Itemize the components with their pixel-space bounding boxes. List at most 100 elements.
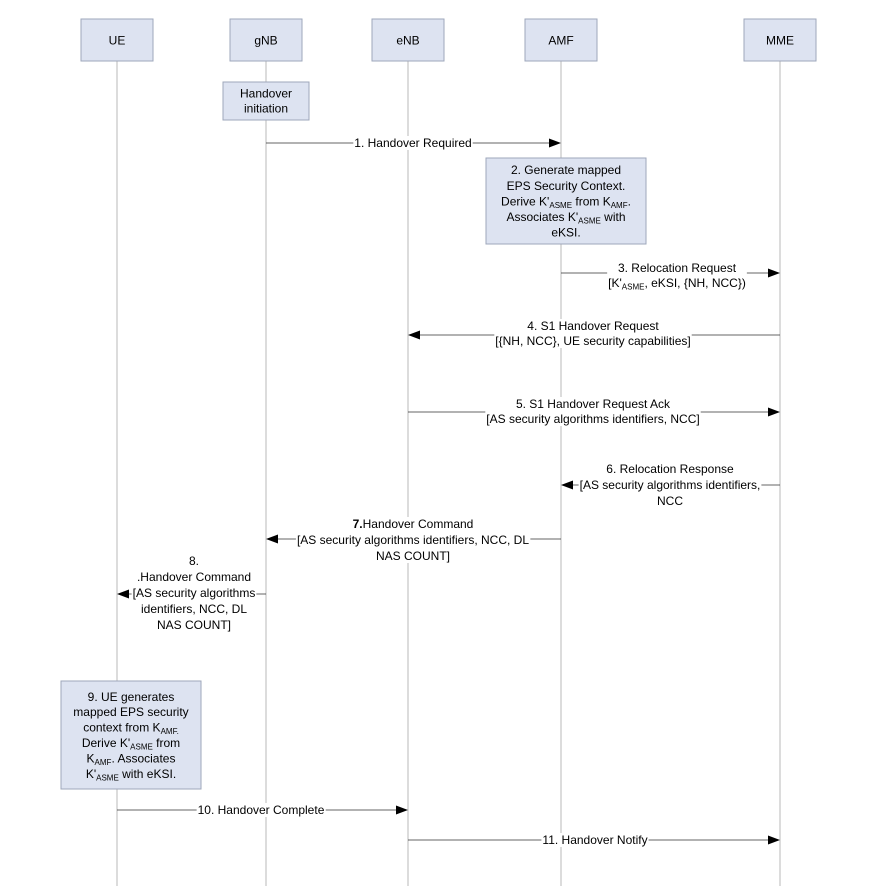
arrowhead-icon bbox=[768, 268, 780, 278]
process-text-line: Associates K'ASME with bbox=[506, 210, 625, 226]
text-segment: K bbox=[87, 751, 95, 765]
subscript: ASME bbox=[130, 743, 153, 752]
text-segment: 3. Relocation Request bbox=[618, 261, 737, 275]
text-segment: identifiers, NCC, DL bbox=[141, 602, 247, 616]
entity-mme: MME bbox=[743, 18, 817, 62]
message-11: 11. Handover Notify bbox=[408, 833, 780, 847]
process-text-line: mapped EPS security bbox=[73, 705, 188, 719]
text-segment: initiation bbox=[244, 102, 288, 116]
subscript: AMF bbox=[95, 758, 112, 767]
text-segment: [AS security algorithms identifiers, bbox=[580, 478, 761, 492]
process-text-line: initiation bbox=[244, 102, 288, 116]
message-label: 1. Handover Required bbox=[353, 136, 473, 150]
entity-amf: AMF bbox=[524, 18, 598, 62]
text-segment: Handover bbox=[240, 87, 292, 101]
message-label: 11. Handover Notify bbox=[541, 833, 649, 847]
message-4: 4. S1 Handover Request[{NH, NCC}, UE sec… bbox=[408, 319, 780, 348]
message-text-line: [K'ASME, eKSI, {NH, NCC}) bbox=[608, 276, 746, 292]
arrowhead-icon bbox=[117, 589, 129, 599]
arrowhead-icon bbox=[561, 480, 573, 490]
label-background bbox=[196, 803, 326, 817]
label-background bbox=[353, 136, 473, 150]
message-text-line: [AS security algorithms identifiers, NCC… bbox=[486, 412, 699, 426]
message-text-line: 3. Relocation Request bbox=[618, 261, 737, 275]
subscript: ASME bbox=[549, 201, 572, 210]
message-8: 8..Handover Command[AS security algorith… bbox=[117, 554, 266, 632]
message-1: 1. Handover Required bbox=[266, 136, 561, 150]
message-label: 4. S1 Handover Request[{NH, NCC}, UE sec… bbox=[494, 319, 692, 348]
text-segment: 10. Handover Complete bbox=[198, 803, 325, 817]
entity-box-rect bbox=[80, 18, 154, 62]
text-segment: , eKSI, {NH, NCC}) bbox=[644, 276, 745, 290]
arrowhead-icon bbox=[768, 407, 780, 417]
label-background bbox=[494, 319, 692, 348]
message-text-line: 1. Handover Required bbox=[354, 136, 471, 150]
text-segment: EPS Security Context. bbox=[507, 179, 626, 193]
text-segment: 6. Relocation Response bbox=[606, 462, 734, 476]
message-text-line: NAS COUNT] bbox=[376, 549, 450, 563]
entity-gnb: gNB bbox=[229, 18, 303, 62]
message-text-line: [{NH, NCC}, UE security capabilities] bbox=[495, 334, 690, 348]
message-5: 5. S1 Handover Request Ack[AS security a… bbox=[408, 397, 780, 426]
entity-label: gNB bbox=[254, 34, 277, 48]
label-background bbox=[131, 554, 257, 632]
text-segment: Derive K' bbox=[82, 736, 130, 750]
message-text-line: NCC bbox=[657, 494, 683, 508]
process-text-line: context from KAMF. bbox=[83, 721, 179, 737]
text-segment: 2. Generate mapped bbox=[511, 163, 621, 177]
message-text-line: 7.Handover Command bbox=[353, 517, 474, 531]
subscript: ASME bbox=[578, 216, 601, 225]
text-segment: [K' bbox=[608, 276, 622, 290]
entity-label: MME bbox=[766, 34, 794, 48]
message-text-line: [AS security algorithms identifiers, bbox=[580, 478, 761, 492]
text-segment: 9. UE generates bbox=[88, 690, 175, 704]
label-background bbox=[541, 833, 649, 847]
entity-label: AMF bbox=[548, 34, 573, 48]
text-segment: Derive K' bbox=[501, 194, 549, 208]
text-segment: . bbox=[628, 194, 631, 208]
process-box-rect bbox=[485, 157, 647, 245]
text-segment: . Associates bbox=[111, 751, 175, 765]
text-segment: 7. bbox=[353, 517, 363, 531]
text-segment: 1. Handover Required bbox=[354, 136, 471, 150]
label-background bbox=[607, 261, 747, 292]
text-segment: with eKSI. bbox=[119, 767, 176, 781]
text-segment: context from K bbox=[83, 721, 160, 735]
entity-box-rect bbox=[371, 18, 445, 62]
process-text-line: Handover bbox=[240, 87, 292, 101]
text-segment: [AS security algorithms identifiers, NCC… bbox=[486, 412, 699, 426]
message-text-line: [AS security algorithms identifiers, NCC… bbox=[297, 533, 529, 547]
message-label: 3. Relocation Request[K'ASME, eKSI, {NH,… bbox=[607, 261, 747, 292]
message-label: 7.Handover Command [AS security algorithm… bbox=[295, 517, 531, 563]
entity-box-rect bbox=[229, 18, 303, 62]
message-label: 6. Relocation Response [AS security algor… bbox=[578, 462, 762, 508]
process-text-line: Derive K'ASME from KAMF. bbox=[501, 194, 631, 210]
subscript: ASME bbox=[622, 283, 645, 292]
message-text-line: 10. Handover Complete bbox=[198, 803, 325, 817]
message-text-line: identifiers, NCC, DL bbox=[141, 602, 247, 616]
message-text-line: 8. bbox=[189, 554, 199, 568]
subscript: ASME bbox=[96, 773, 119, 782]
message-label: 5. S1 Handover Request Ack[AS security a… bbox=[485, 397, 701, 426]
message-label: 10. Handover Complete bbox=[196, 803, 326, 817]
message-text-line: 5. S1 Handover Request Ack bbox=[516, 397, 671, 411]
entity-box-rect bbox=[743, 18, 817, 62]
arrowhead-icon bbox=[549, 138, 561, 148]
process-box-rect bbox=[60, 680, 202, 790]
text-segment: [AS security algorithms bbox=[133, 586, 256, 600]
arrowhead-icon bbox=[396, 805, 408, 815]
text-segment: [AS security algorithms identifiers, NCC… bbox=[297, 533, 529, 547]
label-background bbox=[295, 517, 531, 563]
text-segment: [{NH, NCC}, UE security capabilities] bbox=[495, 334, 690, 348]
message-7: 7.Handover Command [AS security algorithm… bbox=[266, 517, 561, 563]
label-background bbox=[485, 397, 701, 426]
message-6: 6. Relocation Response [AS security algor… bbox=[561, 462, 780, 508]
text-segment: 11. Handover Notify bbox=[542, 833, 647, 847]
text-segment: NAS COUNT] bbox=[376, 549, 450, 563]
text-segment: Associates K' bbox=[506, 210, 578, 224]
